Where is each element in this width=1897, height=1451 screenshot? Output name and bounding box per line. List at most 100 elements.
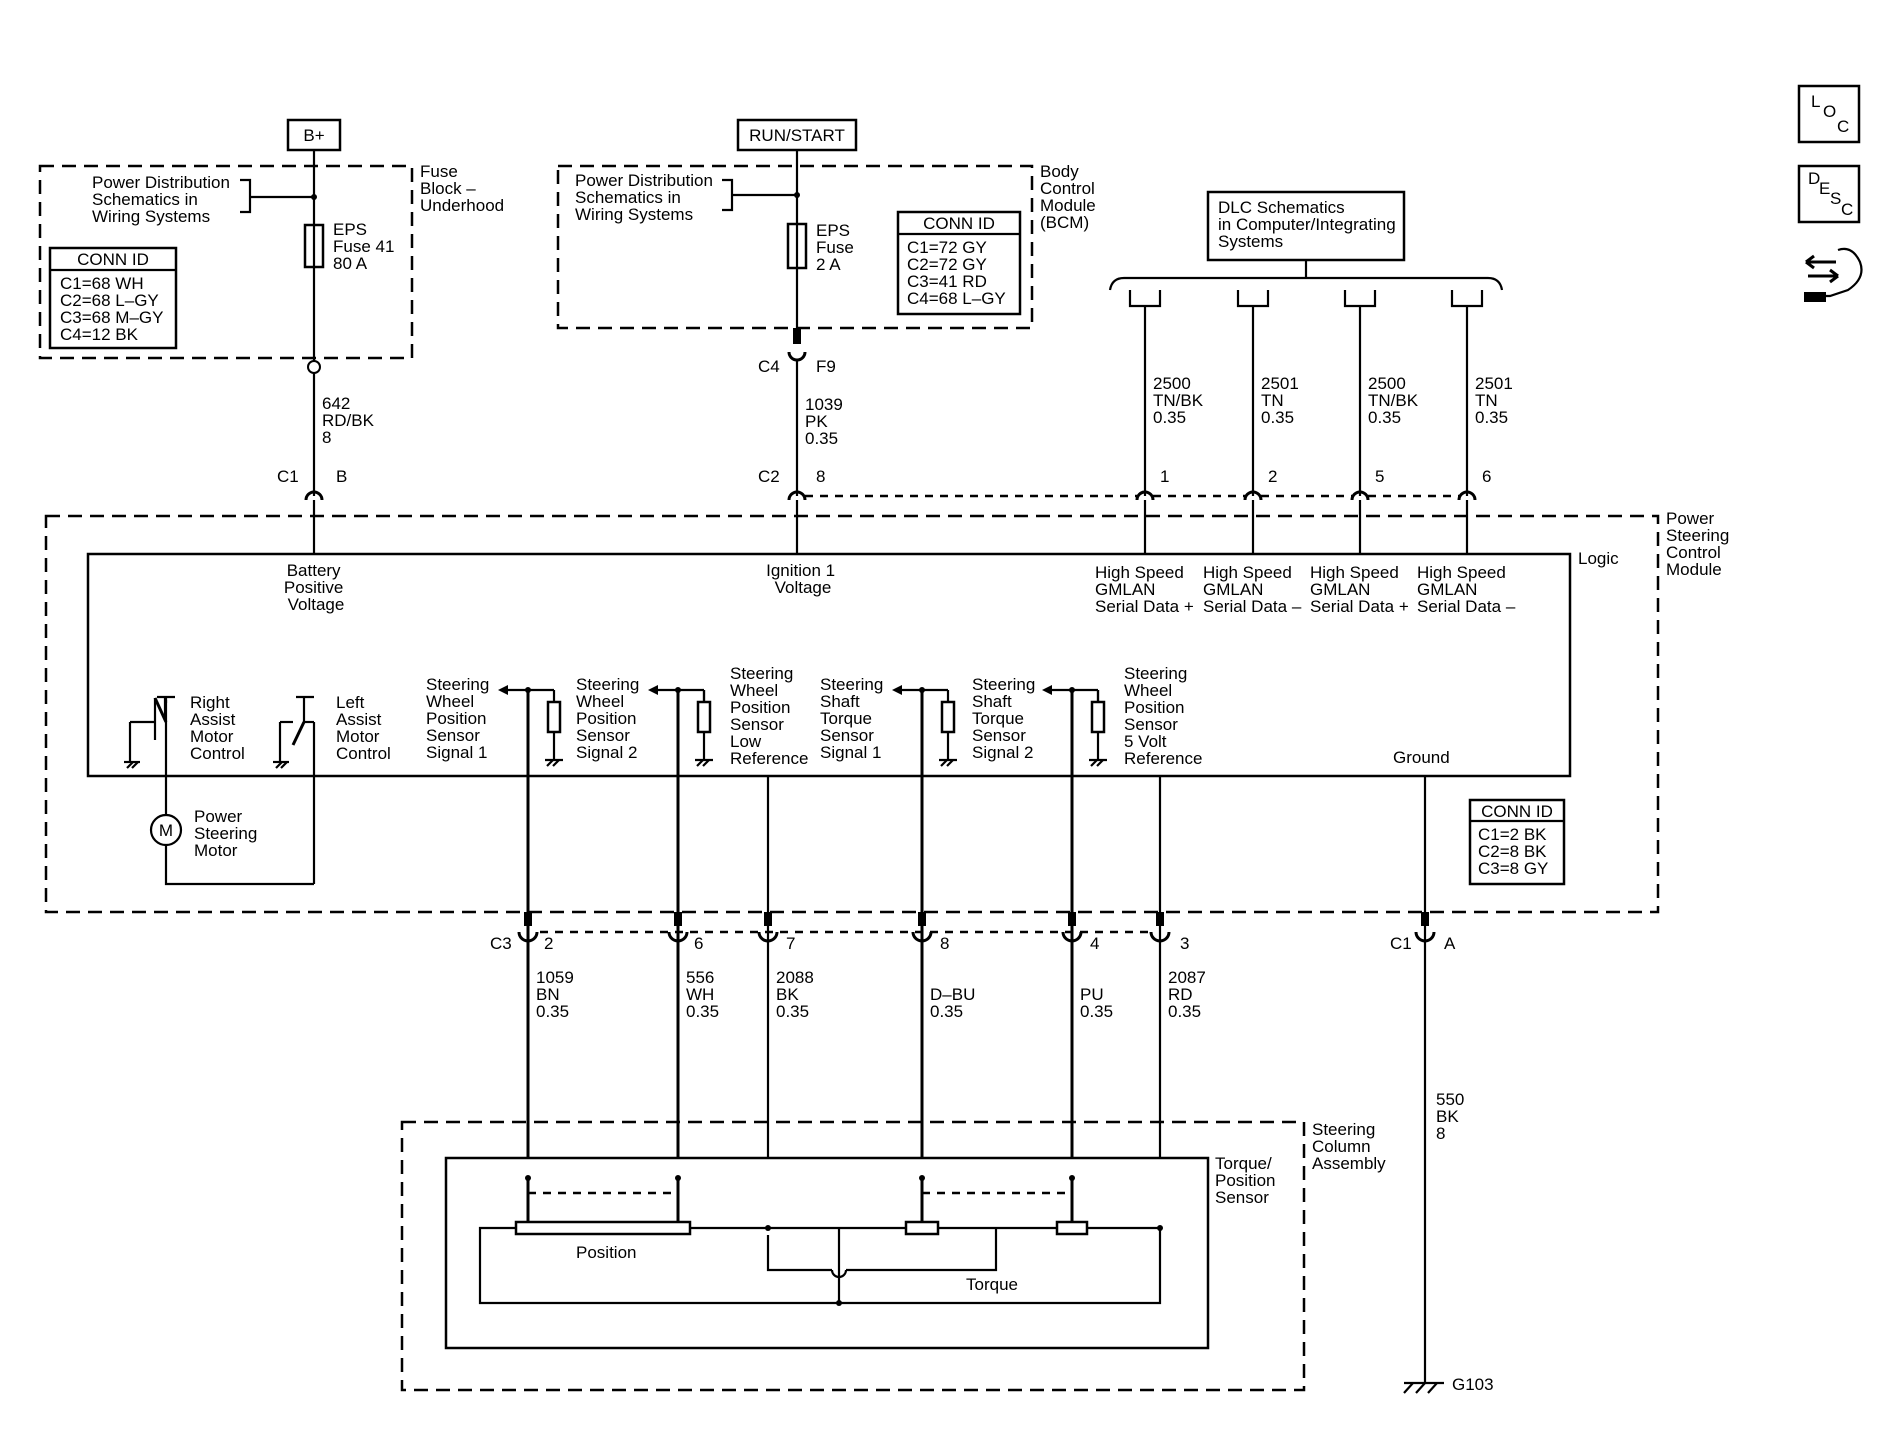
run-start-box — [736, 118, 858, 152]
ignition-label: Ignition 1 Voltage — [766, 561, 840, 597]
fuse-block-conn-list: C1=68 WH C2=68 L–GY C3=68 M–GY C4=12 BK — [60, 274, 168, 344]
ground-label: Ground — [1393, 748, 1450, 767]
bottom-pin-stub-0 — [524, 912, 532, 926]
bottom-pin-stub-2 — [764, 912, 772, 926]
gmlan-label-1: High Speed GMLAN Serial Data + — [1095, 563, 1194, 616]
pullup-resistor-3 — [1090, 700, 1106, 734]
pullup-resistor-0 — [546, 700, 562, 734]
torque-label: Torque — [966, 1275, 1018, 1294]
conn-c1-top: C1 — [277, 467, 299, 486]
bcm-conn-table — [896, 210, 1022, 316]
bottom-pin-stub-5 — [1156, 912, 1164, 926]
pullup-resistor-2 — [940, 700, 956, 734]
sensor-label: Torque/ Position Sensor — [1215, 1154, 1280, 1207]
fuse-2a-label: EPS Fuse 2 A — [816, 221, 859, 274]
bottom-pin-cup-4 — [1061, 931, 1083, 943]
left-motor-switch — [273, 695, 316, 884]
bottom-pin-stub-6 — [1421, 912, 1429, 926]
gmlan-label-2: High Speed GMLAN Serial Data – — [1203, 563, 1302, 616]
conn-c1-bottom: C1 — [1390, 934, 1412, 953]
sensor-wires — [526, 690, 1427, 1383]
conn-c4: C4 — [758, 357, 780, 376]
motor-label: Power Steering Motor — [194, 807, 262, 860]
connector-hand-icon[interactable] — [1804, 247, 1863, 302]
c3-connector-pins — [517, 912, 1436, 943]
pscm-logic-box — [86, 552, 1572, 778]
dlc-label: DLC Schematics in Computer/Integrating S… — [1218, 198, 1400, 251]
wire-556-label: 556 WH 0.35 — [686, 968, 719, 1021]
run-start-label: RUN/START — [749, 126, 845, 145]
g103-label: G103 — [1452, 1375, 1494, 1394]
pin-c1-b — [304, 490, 324, 501]
pscm-conn-table — [1468, 798, 1566, 886]
gmlan-wire-1: 2500 TN/BK 0.35 — [1153, 374, 1208, 427]
bottom-pin-cup-0 — [517, 931, 539, 943]
gmlan-connectors — [1128, 290, 1484, 501]
ref5v-label: Steering Wheel Position Sensor 5 Volt Re… — [1124, 664, 1202, 768]
bottom-pin-stub-4 — [1068, 912, 1076, 926]
bottom-pin-cup-3 — [911, 931, 933, 943]
position-sensor-element — [514, 1220, 692, 1236]
fuse-block-conn-table — [48, 246, 178, 350]
b-plus-label: B+ — [303, 126, 324, 145]
right-motor-label: Right Assist Motor Control — [190, 693, 245, 763]
bottom-pin-stub-1 — [674, 912, 682, 926]
bottom-pin-cup-2 — [757, 931, 779, 943]
pin-6: 6 — [1482, 467, 1491, 486]
gmlan-wire-3: 2500 TN/BK 0.35 — [1368, 374, 1423, 427]
pin-2: 2 — [1268, 467, 1277, 486]
signal-arrow-1 — [648, 685, 658, 695]
pin-c3-6: 6 — [694, 934, 703, 953]
fuse-block-label: Fuse Block – Underhood — [420, 162, 504, 215]
wire-dbu-label: D–BU 0.35 — [930, 985, 980, 1021]
wire-pu-label: PU 0.35 — [1080, 985, 1113, 1021]
bottom-pin-cup-6 — [1414, 931, 1436, 943]
fuse-block-ref: Power Distribution Schematics in Wiring … — [92, 173, 235, 226]
gmlan-wire-2: 2501 TN 0.35 — [1261, 374, 1304, 427]
pin-c3-4: 4 — [1090, 934, 1099, 953]
bottom-pin-cup-5 — [1149, 931, 1171, 943]
ref-bracket-2 — [722, 178, 734, 212]
bottom-pin-cup-1 — [667, 931, 689, 943]
pin-c3-2: 2 — [544, 934, 553, 953]
bcm-conn-list: C1=72 GY C2=72 GY C3=41 RD C4=68 L–GY — [907, 238, 1006, 308]
wire-642-label: 642 RD/BK 8 — [322, 394, 379, 447]
motor-m-glyph: M — [159, 821, 173, 840]
pscm-conn-list: C1=2 BK C2=8 BK C3=8 GY — [1478, 825, 1551, 878]
pullup-resistor-1 — [696, 700, 712, 734]
signal-arrow-2 — [892, 685, 902, 695]
wire-550-label: 550 BK 8 — [1436, 1090, 1469, 1143]
loc-icon-text: L O C — [1811, 92, 1849, 136]
pscm-outline — [44, 514, 1660, 914]
wire-1059-label: 1059 BN 0.35 — [536, 968, 579, 1021]
splice-point — [307, 360, 321, 374]
desc-icon[interactable] — [1797, 164, 1861, 224]
lowref-label: Steering Wheel Position Sensor Low Refer… — [730, 664, 808, 768]
desc-icon-text: D E S C — [1808, 169, 1853, 219]
wire-1039-label: 1039 PK 0.35 — [805, 395, 848, 448]
bottom-pin-stub-3 — [918, 912, 926, 926]
pin-8: 8 — [816, 467, 825, 486]
gmlan-wire-4: 2501 TN 0.35 — [1475, 374, 1518, 427]
torque-position-sensor-box — [444, 1156, 1210, 1350]
pscm-label: Power Steering Control Module — [1666, 509, 1734, 579]
bcm-ref: Power Distribution Schematics in Wiring … — [575, 171, 718, 224]
tq1-label: Steering Shaft Torque Sensor Signal 1 — [820, 675, 888, 762]
tq2-label: Steering Shaft Torque Sensor Signal 2 — [972, 675, 1040, 762]
conn-id-title: CONN ID — [77, 250, 149, 269]
signal-arrow-3 — [1042, 685, 1052, 695]
pin-c3-7: 7 — [786, 934, 795, 953]
bcm-label: Body Control Module (BCM) — [1040, 162, 1101, 232]
ref-bracket-1 — [240, 178, 252, 214]
conn-c3: C3 — [490, 934, 512, 953]
gmlan-label-3: High Speed GMLAN Serial Data + — [1310, 563, 1409, 616]
pin-c2-8 — [787, 490, 807, 501]
ground-g103-symbol — [1403, 1381, 1444, 1394]
wire-2087-label: 2087 RD 0.35 — [1168, 968, 1211, 1021]
conn-id-title: CONN ID — [923, 214, 995, 233]
sensor-internal-wiring — [478, 1175, 1163, 1306]
loc-icon[interactable] — [1797, 84, 1861, 144]
battery-label: Battery Positive Voltage — [284, 561, 348, 614]
fuse-block-outline — [38, 164, 414, 360]
